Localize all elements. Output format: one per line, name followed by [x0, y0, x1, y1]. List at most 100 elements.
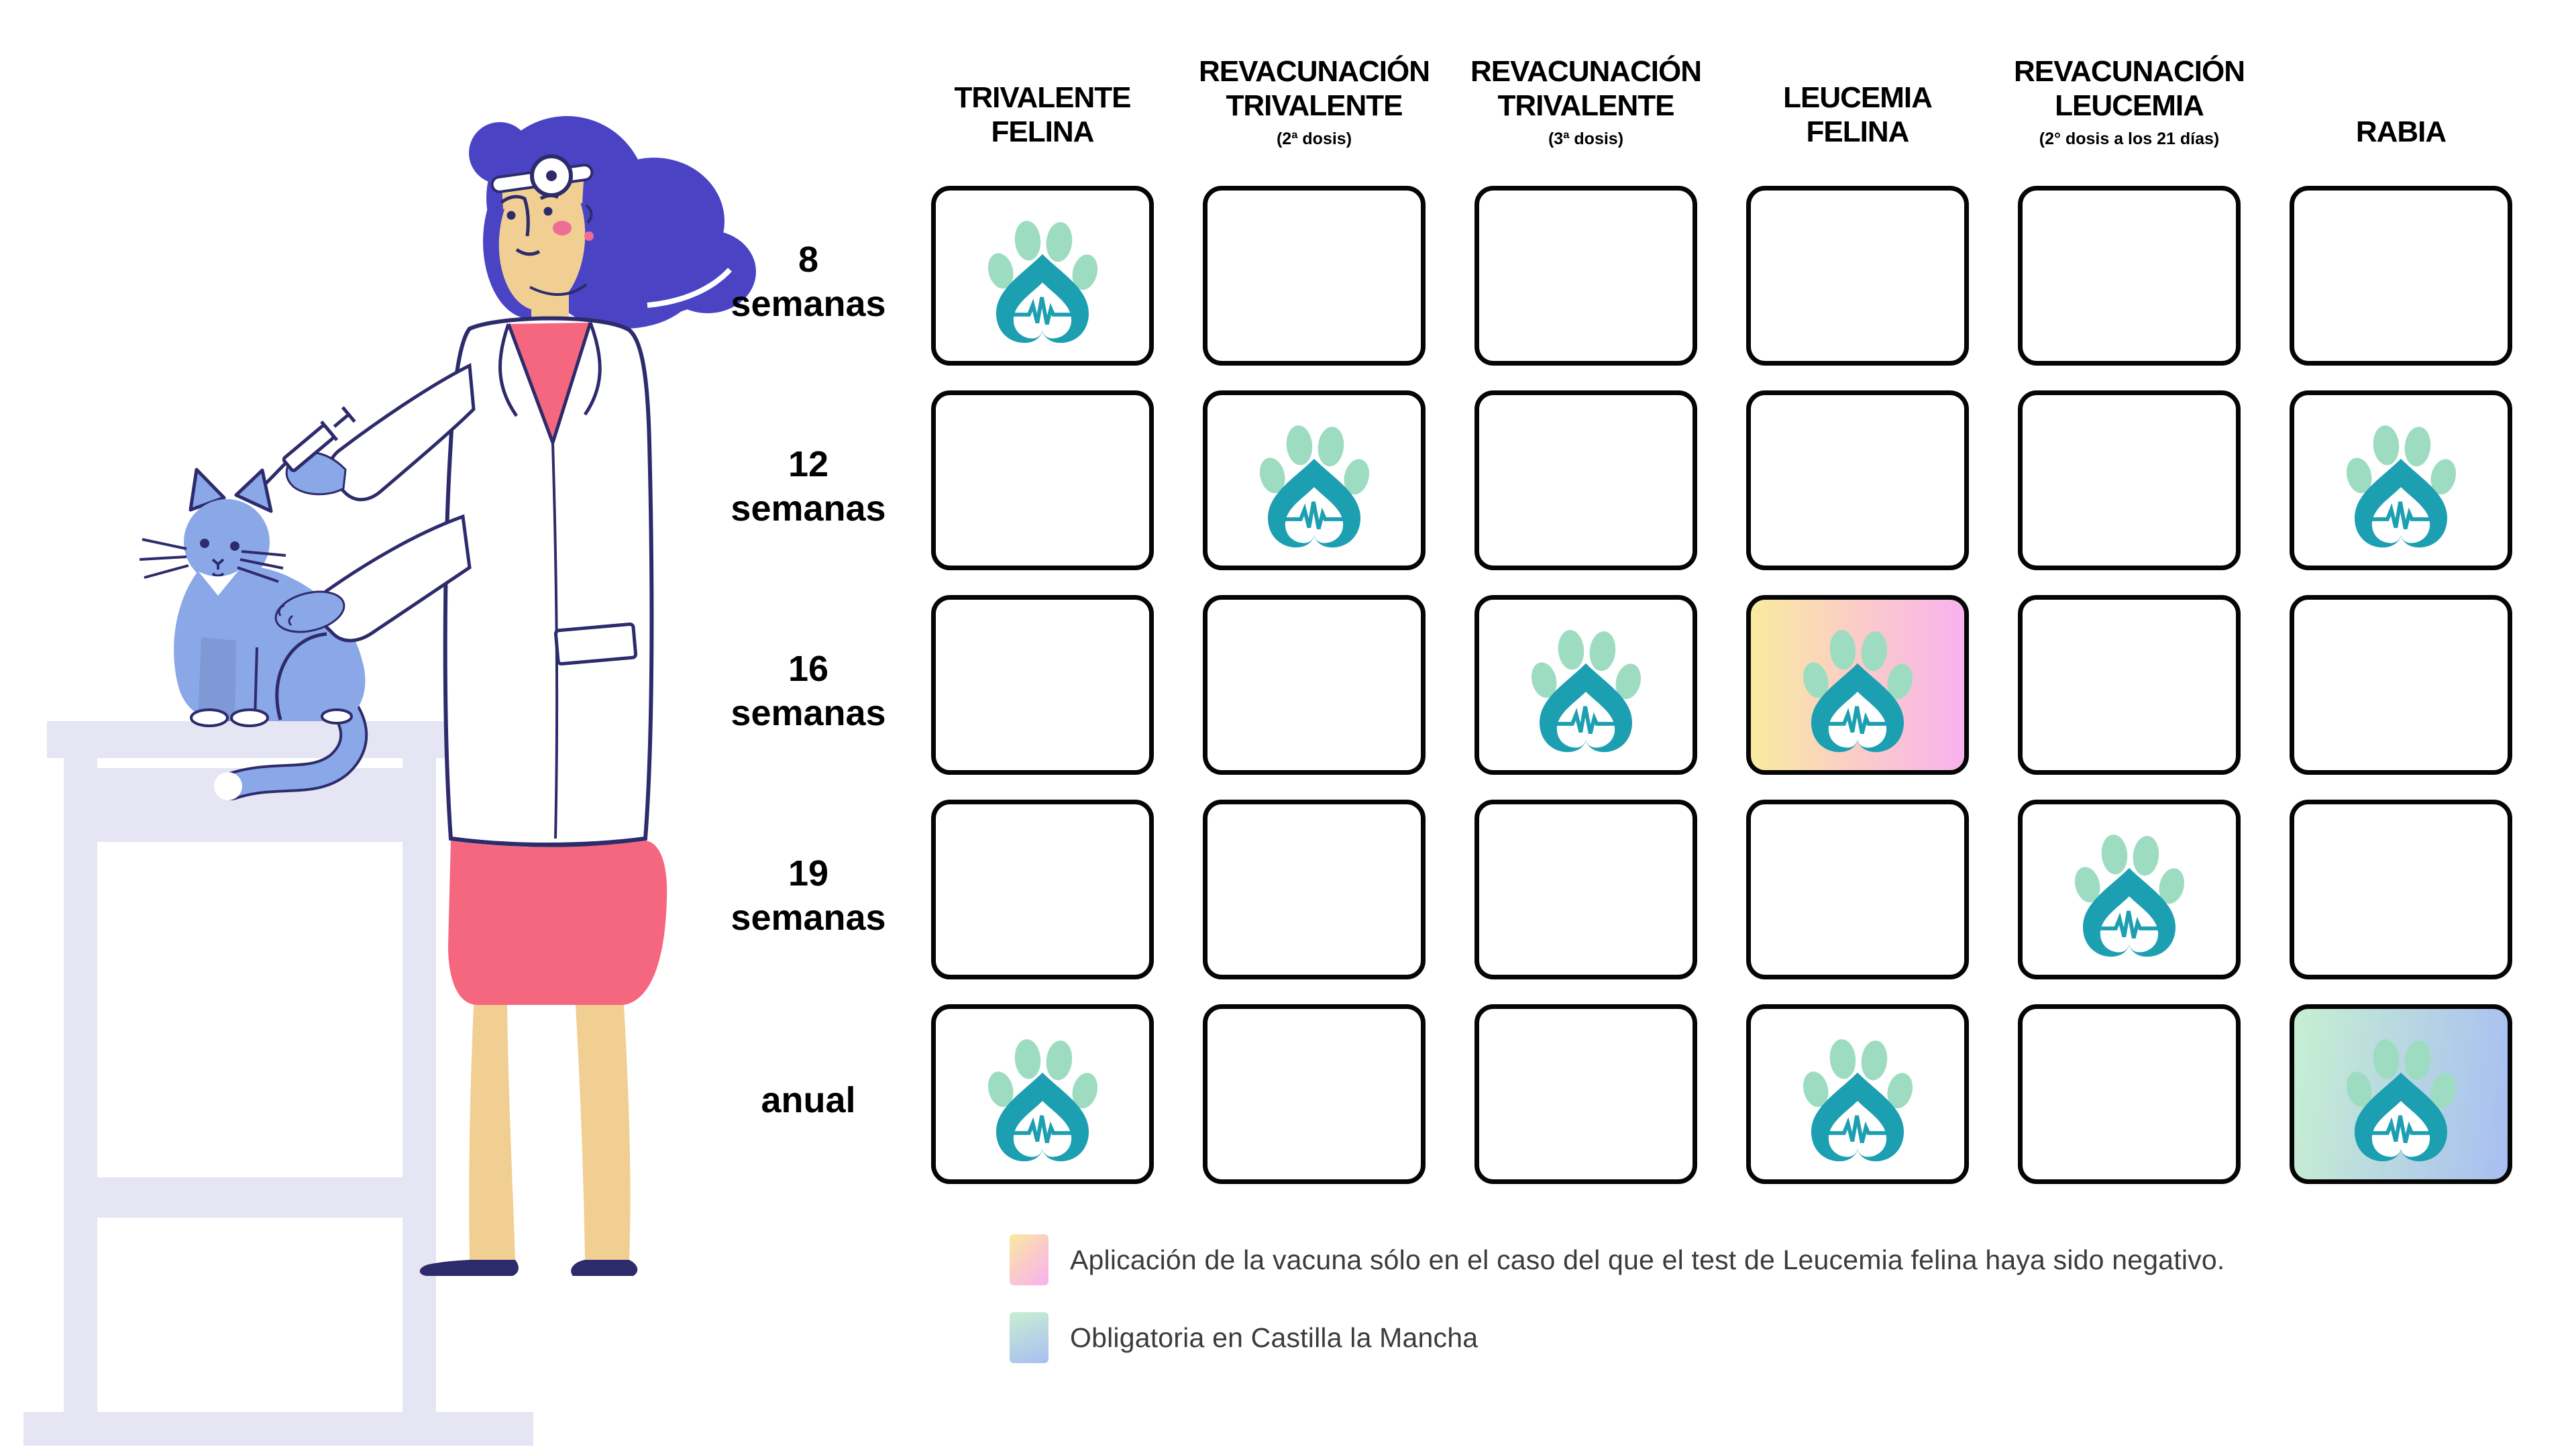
ecg-line — [1013, 297, 1072, 325]
cat-haunch-line — [275, 632, 327, 720]
paw-pads — [1803, 629, 1913, 699]
ecg-line — [1828, 1115, 1887, 1143]
row-label-line: 16 — [788, 649, 829, 690]
head-mirror-dot — [546, 170, 557, 181]
schedule-cell — [931, 186, 1154, 366]
vet-shoe — [419, 1260, 519, 1276]
cat-whiskers — [139, 538, 286, 583]
column-title: REVACUNACIÓN — [1470, 54, 1702, 88]
schedule-cell — [1474, 390, 1697, 570]
vet-eye — [506, 211, 516, 220]
schedule-cell — [1746, 390, 1969, 570]
coat-lapels — [498, 322, 602, 443]
exam-table — [23, 721, 533, 1446]
row-label-line: semanas — [731, 898, 886, 938]
schedule-cell — [1746, 186, 1969, 366]
paw-heart-ecg-icon — [1803, 1038, 1913, 1161]
column-title: TRIVALENTE — [1497, 89, 1675, 122]
schedule-cell — [2290, 595, 2512, 775]
vet-cat-illustration — [23, 116, 756, 1446]
cat-ear — [234, 468, 273, 513]
schedule-cell — [1746, 800, 1969, 979]
schedule-cell — [2018, 595, 2241, 775]
schedule-cell — [2290, 800, 2512, 979]
cat-nose-mouth — [211, 558, 225, 578]
grid-corner-spacer — [735, 34, 882, 161]
cat-rear-paw — [321, 708, 353, 724]
cat-bib — [199, 570, 239, 596]
cat-paw — [230, 708, 269, 727]
schedule-cell — [1474, 800, 1697, 979]
vet-brow — [539, 193, 559, 201]
column-subtitle: (2ª dosis) — [1276, 129, 1352, 148]
schedule-cell — [1203, 595, 1426, 775]
paw-pads — [2346, 425, 2457, 494]
schedule-cell — [2018, 1004, 2241, 1184]
vet-glove — [274, 590, 345, 633]
row-label-line: 12 — [788, 444, 829, 485]
paw-pads — [2074, 834, 2185, 904]
syringe-icon — [264, 406, 356, 486]
column-subtitle: (2° dosis a los 21 días) — [2039, 129, 2220, 148]
vet-jaw-line — [529, 283, 588, 296]
schedule-cell — [1474, 186, 1697, 366]
glove-fingers — [278, 604, 293, 627]
schedule-cell — [931, 595, 1154, 775]
vet-eye — [543, 207, 553, 216]
coral-shirt — [508, 323, 590, 443]
schedule-cell — [931, 1004, 1154, 1184]
legend-item-test-negative: Aplicación de la vacuna sólo en el caso … — [1010, 1234, 2224, 1285]
coat-hem-line — [450, 837, 646, 847]
paw-heart-ecg-icon — [2346, 425, 2457, 547]
schedule-cell — [1203, 1004, 1426, 1184]
paw-heart-ecg-icon — [2074, 834, 2185, 957]
schedule-cell — [2018, 186, 2241, 366]
schedule-cell — [2290, 186, 2512, 366]
ecg-line — [2371, 501, 2430, 529]
vet-earring — [584, 231, 594, 241]
column-header-5: RABIA — [2290, 34, 2512, 161]
legend: Aplicación de la vacuna sólo en el caso … — [1010, 1234, 2224, 1363]
paw-heart-ecg-icon — [987, 1038, 1098, 1161]
schedule-cell — [2018, 390, 2241, 570]
legend-text: Aplicación de la vacuna sólo en el caso … — [1070, 1244, 2225, 1275]
legend-text: Obligatoria en Castilla la Mancha — [1070, 1322, 1479, 1353]
schedule-cell — [931, 390, 1154, 570]
column-title: RABIA — [2355, 115, 2447, 148]
column-title: FELINA — [991, 115, 1095, 148]
cat-eye — [200, 539, 209, 548]
cat-tail-tip — [214, 772, 242, 800]
paw-pads — [1259, 425, 1370, 494]
legend-swatch-test-negative — [1010, 1234, 1049, 1285]
column-title: TRIVALENTE — [1226, 89, 1403, 122]
column-title: REVACUNACIÓN — [2013, 54, 2245, 88]
row-label-line: anual — [761, 1080, 856, 1121]
coat-pocket — [553, 622, 638, 666]
vet-smile — [515, 248, 541, 256]
row-label-4: anual — [735, 1011, 882, 1191]
paw-pads — [1803, 1038, 1913, 1108]
hair-underline — [653, 267, 743, 317]
schedule-cell — [2290, 390, 2512, 570]
column-subtitle: (3ª dosis) — [1548, 129, 1624, 148]
cat-head — [184, 499, 270, 585]
legend-swatch-castilla-mancha — [1010, 1312, 1049, 1363]
vet-shoe — [571, 1260, 638, 1276]
row-label-line: semanas — [731, 488, 886, 529]
ecg-line — [1013, 1115, 1072, 1143]
paw-heart-ecg-icon — [2346, 1038, 2457, 1161]
paw-pads — [987, 220, 1098, 290]
paw-pads — [2346, 1038, 2457, 1108]
cat-paw — [190, 708, 229, 727]
schedule-cell — [1203, 800, 1426, 979]
schedule-cell — [2290, 1004, 2512, 1184]
hair-swoosh — [647, 268, 732, 308]
